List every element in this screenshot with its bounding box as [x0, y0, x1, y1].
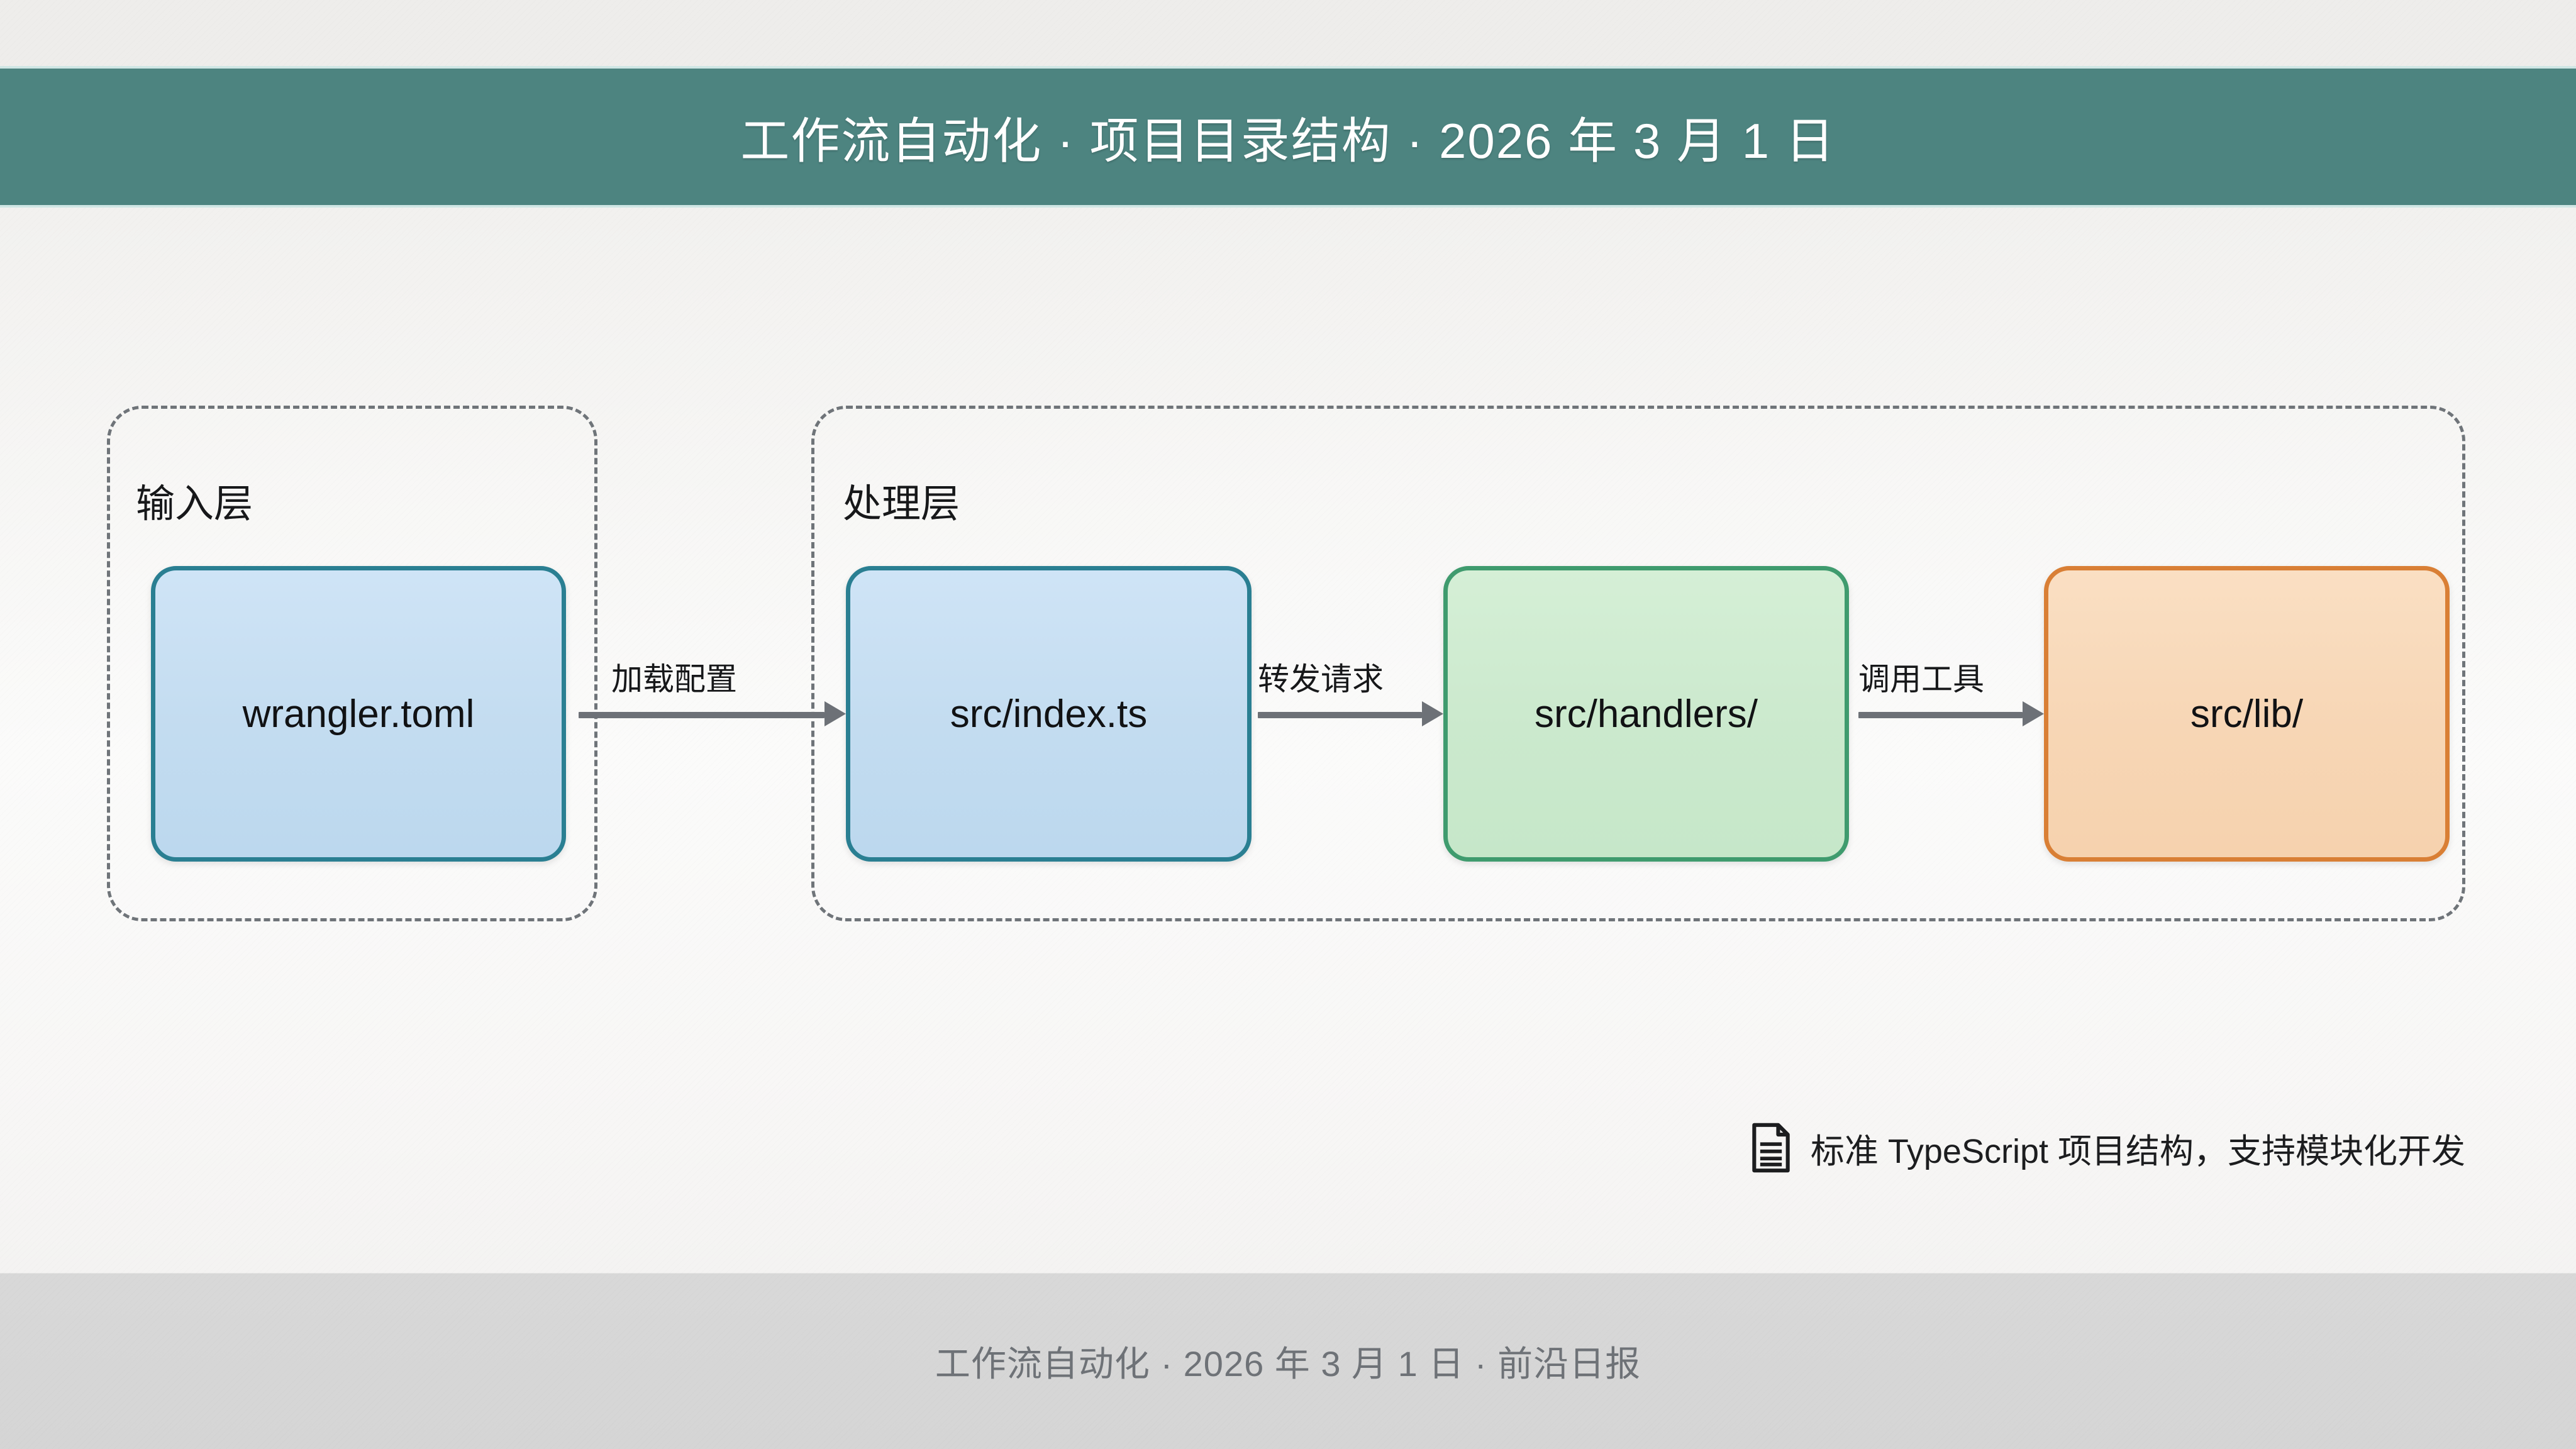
node-label: src/index.ts [950, 692, 1148, 736]
edge-line [579, 712, 824, 718]
cluster-label-input-layer: 输入层 [136, 482, 253, 526]
edge-line [1858, 712, 2023, 718]
document-icon [1752, 1123, 1790, 1173]
node-src-index-ts[interactable]: src/index.ts [846, 566, 1252, 862]
node-label: src/lib/ [2190, 692, 2304, 736]
arrowhead-icon [824, 701, 846, 726]
node-src-handlers[interactable]: src/handlers/ [1443, 566, 1849, 862]
edge-label: 调用工具 [1858, 662, 1984, 697]
node-wrangler-toml[interactable]: wrangler.toml [151, 566, 566, 862]
arrowhead-icon [2023, 701, 2044, 726]
footer-caption: 工作流自动化 · 2026 年 3 月 1 日 · 前沿日报 [935, 1344, 1641, 1384]
arrowhead-icon [1422, 701, 1443, 726]
node-src-lib[interactable]: src/lib/ [2044, 566, 2450, 862]
edge-index-to-handlers: 转发请求 [1258, 662, 1443, 726]
footnote: 标准 TypeScript 项目结构，支持模块化开发 [1750, 1123, 2465, 1173]
header-band: 工作流自动化 · 项目目录结构 · 2026 年 3 月 1 日 [0, 66, 2576, 208]
diagram-stage: 输入层 处理层 wrangler.toml src/index.ts src/h… [0, 208, 2576, 1273]
page-title: 工作流自动化 · 项目目录结构 · 2026 年 3 月 1 日 [740, 113, 1836, 169]
footer-band: 工作流自动化 · 2026 年 3 月 1 日 · 前沿日报 [0, 1274, 2576, 1449]
edge-handlers-to-lib: 调用工具 [1858, 662, 2044, 726]
cluster-label-process-layer: 处理层 [843, 482, 960, 526]
footnote-text: 标准 TypeScript 项目结构，支持模块化开发 [1810, 1132, 2465, 1170]
edge-label: 转发请求 [1258, 662, 1384, 697]
edge-label: 加载配置 [611, 662, 737, 697]
node-label: src/handlers/ [1535, 692, 1758, 736]
edge-wrangler-to-index: 加载配置 [579, 662, 846, 726]
node-label: wrangler.toml [242, 692, 475, 736]
edge-line [1258, 712, 1422, 718]
